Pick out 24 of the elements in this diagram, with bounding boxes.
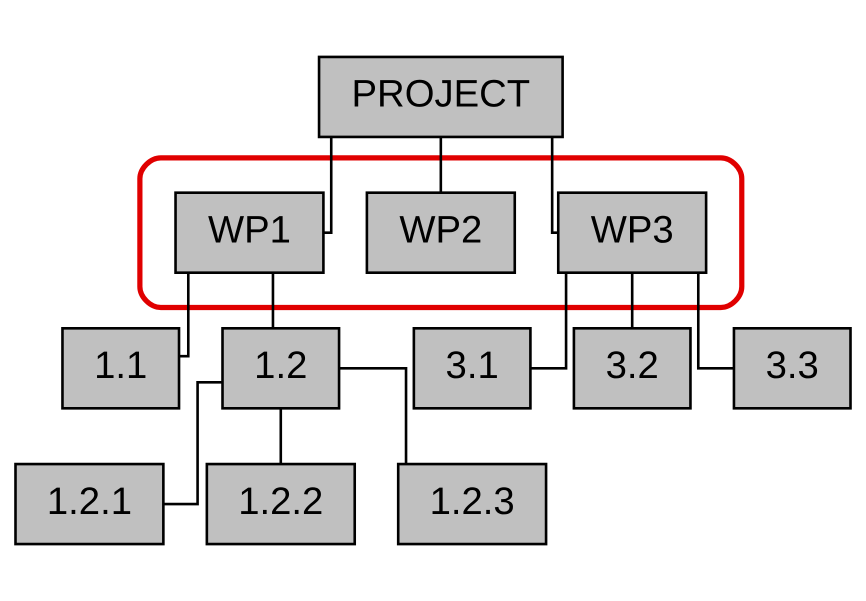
- connector: [530, 273, 568, 370]
- connector: [164, 380, 222, 506]
- connector: [340, 367, 408, 464]
- connector: [696, 273, 734, 370]
- node-box: 1.1: [61, 327, 180, 410]
- cluster: [137, 155, 744, 310]
- node-box: 1.2.2: [206, 462, 356, 546]
- connector: [279, 409, 282, 464]
- node-box: PROJECT: [318, 56, 564, 138]
- node-box: 1.2.3: [396, 462, 548, 546]
- node-box: 1.2.1: [14, 462, 165, 546]
- connector: [272, 273, 274, 328]
- node-box: WP1: [174, 191, 325, 274]
- node-box: 3.1: [412, 327, 532, 410]
- node-box: WP2: [366, 191, 516, 274]
- node-box: 3.3: [732, 327, 852, 410]
- node-box: 3.2: [572, 327, 692, 410]
- connector: [179, 273, 190, 358]
- node-box: 1.2: [221, 327, 340, 410]
- connector: [324, 138, 333, 234]
- node-box: WP3: [556, 191, 708, 274]
- connector: [550, 138, 558, 234]
- connector: [440, 138, 442, 192]
- connector: [630, 273, 634, 328]
